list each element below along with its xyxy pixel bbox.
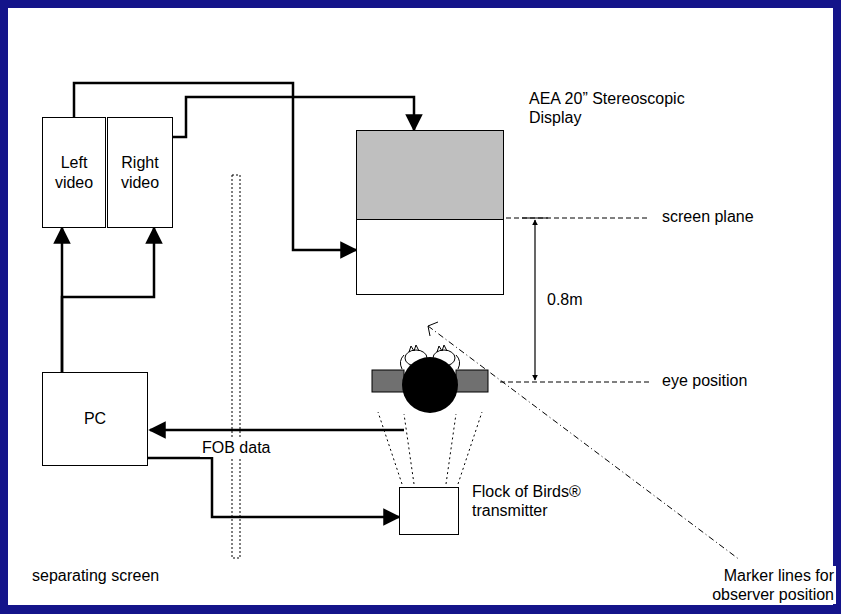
plane-label: screen plane	[660, 207, 784, 226]
marker-line	[428, 326, 740, 560]
video-box: Right video	[107, 117, 173, 228]
marker-line	[428, 322, 438, 336]
dimension-line	[534, 220, 535, 380]
node-label: PC	[84, 409, 106, 428]
separating-screen	[232, 175, 240, 558]
video-box: Left video	[42, 117, 106, 228]
signal-label: FOB data	[200, 438, 284, 457]
signal-connector	[74, 83, 356, 250]
callout-label: separating screen	[30, 566, 184, 585]
dimension-tick	[522, 218, 548, 219]
node-label: Right video	[108, 153, 172, 191]
screen-plane-line	[506, 218, 650, 219]
pc-box: PC	[42, 372, 148, 466]
callout-label: Marker lines for observer position	[690, 566, 836, 604]
observer-figure	[372, 345, 488, 413]
dimension-label: 0.8m	[545, 290, 609, 309]
node-label: Flock of Birds® transmitter	[472, 482, 622, 520]
signal-connector	[148, 458, 399, 517]
transmitter-box: Flock of Birds® transmitter	[399, 487, 459, 535]
node-label: Left video	[43, 153, 105, 191]
plane-label: eye position	[660, 371, 784, 390]
display-box: AEA 20” Stereoscopic Display	[356, 130, 504, 295]
eye-position-line	[500, 382, 650, 383]
field-lines	[378, 412, 482, 484]
fob-data-line	[150, 429, 404, 432]
node-label: AEA 20” Stereoscopic Display	[529, 89, 719, 127]
screen-shade	[357, 131, 503, 220]
signal-connector	[62, 228, 154, 372]
